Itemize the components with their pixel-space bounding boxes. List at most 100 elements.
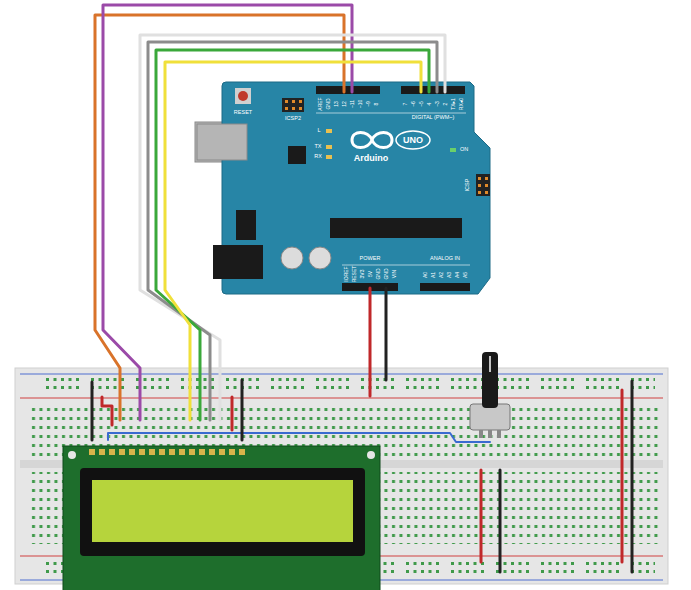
silkscreen-line — [342, 265, 470, 266]
pin-label: A0 — [423, 272, 428, 278]
wire — [369, 288, 372, 396]
model-name: UNO — [403, 136, 423, 145]
pin-label: ~6 — [411, 101, 416, 107]
potentiometer — [470, 352, 510, 438]
header-label: DIGITAL (PWM~) — [412, 115, 455, 121]
pin-label: ~3 — [435, 101, 440, 107]
pin-label: 5V — [368, 271, 373, 277]
pin-label: RX◂0 — [459, 98, 464, 110]
pin-label: ~9 — [366, 101, 371, 107]
rail-line-red — [20, 397, 663, 398]
mount-hole — [68, 451, 76, 459]
led-label: RX — [314, 154, 322, 160]
capacitor — [309, 247, 331, 269]
pin-label: A3 — [447, 272, 452, 278]
wire — [156, 50, 429, 420]
pin-label: TX▸1 — [451, 98, 456, 110]
wire — [480, 470, 483, 562]
pot-knob — [482, 352, 498, 408]
pin-label: A4 — [455, 272, 460, 278]
pin-label: ~11 — [350, 100, 355, 108]
pin-label: 7 — [403, 103, 408, 106]
pin-label: AREF — [318, 97, 323, 110]
pin-label: 4 — [427, 103, 432, 106]
rail-holes — [35, 377, 655, 393]
part-label: ICSP2 — [285, 116, 301, 122]
wire — [231, 397, 234, 430]
pin-label: ~5 — [419, 101, 424, 107]
wire — [241, 380, 244, 440]
led — [326, 145, 332, 149]
pin-label: A2 — [439, 272, 444, 278]
led-label: TX — [314, 144, 321, 150]
wire — [631, 381, 634, 572]
uno-oval — [396, 131, 430, 149]
wires — [92, 5, 632, 572]
wire — [91, 382, 94, 440]
silkscreen-line — [316, 113, 466, 114]
pin-label: GND — [326, 98, 331, 109]
lcd-screen — [92, 480, 353, 542]
pin-label: GND — [384, 268, 389, 279]
wire — [102, 397, 112, 425]
pin-label: A5 — [463, 272, 468, 278]
pot-pins — [479, 430, 501, 438]
pin-label: VIN — [392, 270, 397, 278]
wire — [148, 42, 437, 420]
header-label: POWER — [360, 256, 381, 262]
icsp-header — [476, 174, 490, 196]
mount-hole — [367, 451, 375, 459]
part-label: ICSP — [465, 179, 471, 192]
wire — [165, 62, 421, 420]
lcd-module — [63, 446, 380, 590]
brand-name: Arduino — [354, 154, 389, 163]
breadboard-body — [15, 368, 668, 584]
breadboard-holes — [30, 472, 660, 544]
pin-label: 2 — [443, 103, 448, 106]
led-label: L — [317, 128, 320, 134]
lcd-frame — [80, 468, 365, 556]
pin-label: GND — [376, 268, 381, 279]
breadboard — [15, 368, 668, 584]
led-label: ON — [460, 147, 468, 153]
pin-label: A1 — [431, 272, 436, 278]
icsp2-header — [282, 98, 304, 112]
arduino-logo — [352, 133, 392, 148]
header-pins — [285, 100, 302, 110]
part-label: RESET — [234, 110, 252, 116]
lcd-pcb — [63, 446, 380, 590]
wire — [108, 433, 490, 442]
pin-label: 13 — [334, 101, 339, 107]
pin-label: IOREF — [344, 266, 349, 281]
microcontroller — [330, 218, 462, 238]
usb-connector — [197, 124, 247, 160]
reset-button-cap — [238, 91, 248, 101]
header-label: ANALOG IN — [430, 256, 460, 262]
wire — [385, 288, 388, 380]
pin-label: RESET — [352, 266, 357, 283]
reset-button — [235, 88, 251, 104]
analog-header — [420, 283, 470, 291]
digital-header — [401, 86, 465, 94]
led — [450, 148, 456, 152]
led — [326, 155, 332, 159]
pot-mark — [489, 356, 491, 372]
arduino-board — [195, 82, 490, 294]
regulator — [236, 210, 256, 240]
digital-header — [316, 86, 380, 94]
wire — [140, 35, 445, 420]
led — [326, 129, 332, 133]
lcd-pins — [89, 449, 245, 455]
usb-connector — [195, 122, 247, 162]
wire — [499, 470, 502, 572]
pin-label: 12 — [342, 101, 347, 107]
rail-line-blue — [20, 373, 663, 374]
pin-label: ~10 — [358, 100, 363, 108]
header-pins — [478, 177, 488, 194]
capacitor — [281, 247, 303, 269]
chip — [288, 146, 306, 164]
power-jack — [213, 245, 263, 279]
wire — [621, 390, 624, 562]
